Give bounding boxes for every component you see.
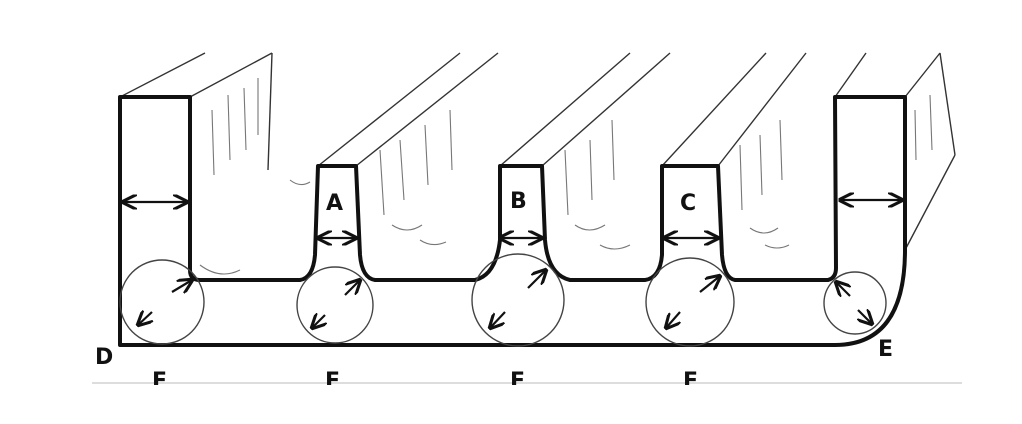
shading-hatch xyxy=(199,78,933,275)
profile-outline xyxy=(118,95,907,347)
radius-arrows xyxy=(138,270,872,328)
label-f-1: F xyxy=(152,369,167,394)
fillet-circles xyxy=(119,253,887,347)
label-b: B xyxy=(510,189,527,214)
label-f-4: F xyxy=(683,369,698,394)
label-f-3: F xyxy=(510,369,525,394)
width-dimension-arrows xyxy=(123,200,902,238)
label-c: C xyxy=(680,191,696,216)
perspective-lines xyxy=(119,52,956,251)
label-d: D xyxy=(95,345,113,370)
label-a: A xyxy=(326,191,343,216)
label-f-2: F xyxy=(325,369,340,394)
label-e: E xyxy=(878,337,893,362)
